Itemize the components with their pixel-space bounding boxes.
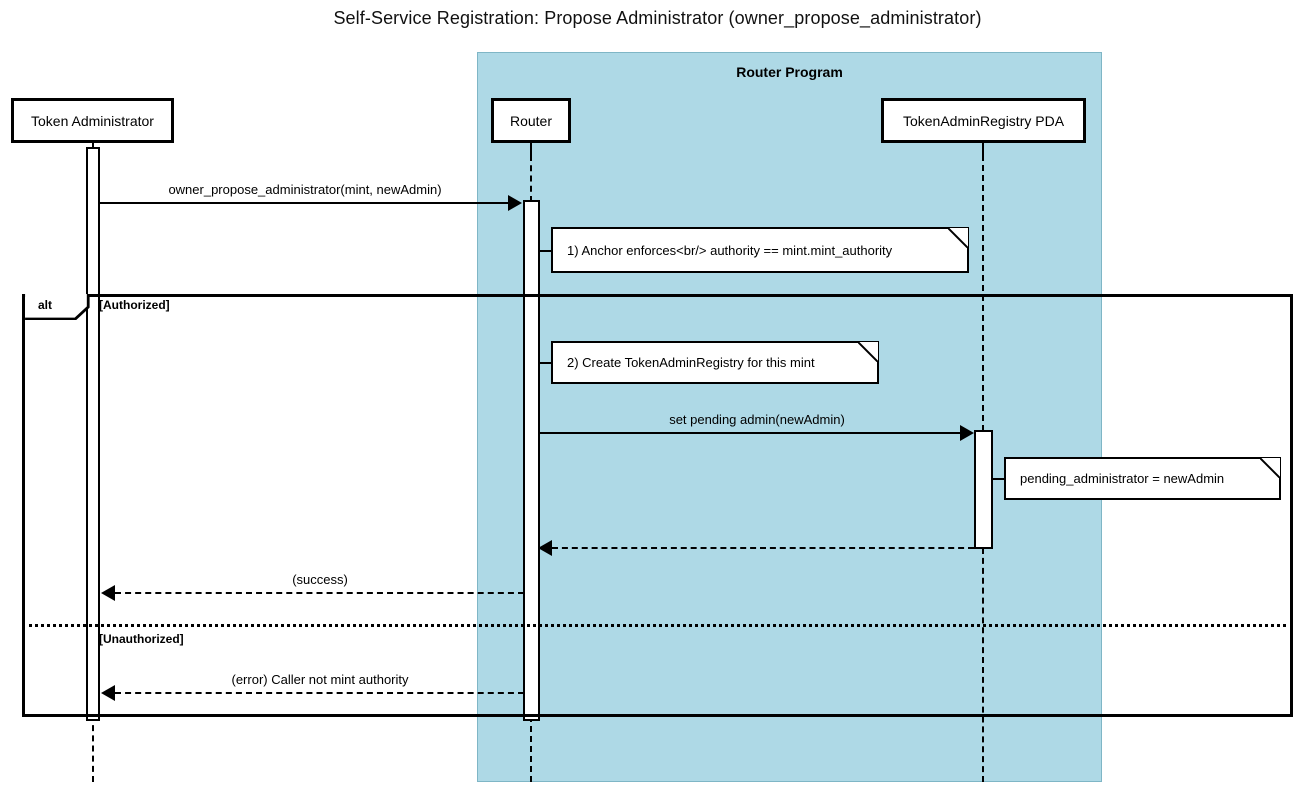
alt-fragment-frame <box>22 294 1293 717</box>
message-label-set-pending-admin: set pending admin(newAdmin) <box>669 412 845 427</box>
participant-token-admin-registry-pda[interactable]: TokenAdminRegistry PDA <box>881 98 1086 143</box>
message-label-error: (error) Caller not mint authority <box>231 672 409 687</box>
message-arrowhead-owner-propose-administrator <box>508 195 522 211</box>
note-text-pending-administrator: pending_administrator = newAdmin <box>1020 471 1225 486</box>
note-create-registry: 2) Create TokenAdminRegistry for this mi… <box>551 341 879 384</box>
note-text-anchor-enforces: 1) Anchor enforces<br/> authority == min… <box>567 242 893 258</box>
message-label-owner-propose-administrator: owner_propose_administrator(mint, newAdm… <box>168 182 442 197</box>
alt-fragment-condition-unauthorized: [Unauthorized] <box>99 632 184 646</box>
lifeline-token-administrator <box>92 715 94 782</box>
message-line-success <box>115 592 524 594</box>
message-arrowhead-pda-return <box>538 540 552 556</box>
message-line-owner-propose-administrator <box>100 202 508 204</box>
alt-fragment-divider <box>22 624 1293 627</box>
lifeline-router-lower <box>530 716 532 782</box>
note-anchor-enforces: 1) Anchor enforces<br/> authority == min… <box>551 227 969 273</box>
group-box-router-program <box>477 52 1102 782</box>
participant-label-router: Router <box>509 112 553 129</box>
note-pending-administrator: pending_administrator = newAdmin <box>1004 457 1281 500</box>
note-fold-corner-icon <box>858 342 878 362</box>
participant-router[interactable]: Router <box>491 98 571 143</box>
message-arrowhead-set-pending-admin <box>960 425 974 441</box>
message-line-error <box>115 692 524 694</box>
message-line-pda-return <box>552 547 974 549</box>
note-connector-create-registry <box>540 362 552 364</box>
note-text-create-registry: 2) Create TokenAdminRegistry for this mi… <box>567 355 815 370</box>
participant-label-token-administrator: Token Administrator <box>31 112 154 129</box>
participant-label-token-admin-registry-pda: TokenAdminRegistry PDA <box>902 112 1065 129</box>
note-connector-pending-administrator <box>993 478 1005 480</box>
message-label-success: (success) <box>292 572 348 587</box>
message-line-set-pending-admin <box>540 432 960 434</box>
note-fold-corner-icon <box>1260 458 1280 478</box>
activation-router <box>523 200 540 721</box>
message-arrowhead-error <box>101 685 115 701</box>
message-arrowhead-success <box>101 585 115 601</box>
alt-fragment-operator-label: alt <box>38 298 53 312</box>
lifeline-stub-token-admin-registry-pda <box>982 143 984 155</box>
note-connector-anchor-enforces <box>540 250 552 252</box>
note-fold-corner-icon <box>948 228 968 248</box>
group-label-router-program: Router Program <box>736 64 843 80</box>
participant-token-administrator[interactable]: Token Administrator <box>11 98 174 143</box>
lifeline-token-admin-registry-pda <box>982 155 984 431</box>
alt-fragment-condition-authorized: [Authorized] <box>99 298 170 312</box>
lifeline-token-admin-registry-pda-lower <box>982 548 984 782</box>
lifeline-stub-router <box>530 143 532 155</box>
lifeline-router <box>530 155 532 202</box>
activation-token-administrator <box>86 147 100 721</box>
page-title: Self-Service Registration: Propose Admin… <box>333 8 982 28</box>
activation-token-admin-registry-pda <box>974 430 993 549</box>
